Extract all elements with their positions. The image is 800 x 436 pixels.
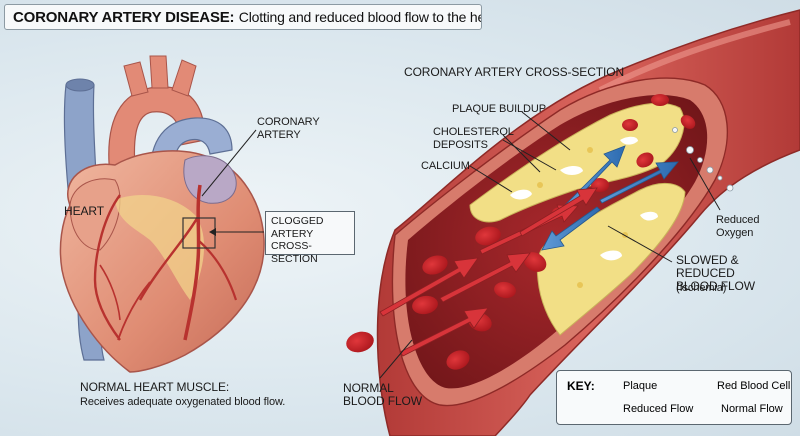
red-blood-cell <box>636 152 654 168</box>
normal-flow-arrow <box>379 257 479 317</box>
legend-red-blood-cell: Red Blood Cell <box>717 380 791 392</box>
oxygen-bubble <box>706 166 714 174</box>
cholesterol-speck <box>587 147 593 153</box>
cholesterol-speck <box>577 282 583 288</box>
plaque-buildup-pointer <box>521 111 571 151</box>
calcium-deposit-2 <box>560 165 583 175</box>
clogged-pointer-head <box>209 228 216 236</box>
coronary-branch-4 <box>99 264 121 321</box>
oxygen-bubble <box>672 127 678 133</box>
normal-blood-flow-pointer <box>379 339 413 379</box>
oxygen-bubble <box>686 146 694 154</box>
legend-box: KEY: Plaque Red Blood Cell Reduced Flow … <box>556 370 792 425</box>
calcium-label: CALCIUM <box>421 160 470 172</box>
legend-normal-flow: Normal Flow <box>721 403 783 415</box>
reduced-flow-arrow <box>541 206 601 251</box>
heart-label: HEART <box>64 204 104 218</box>
plaque-buildup-label: PLAQUE BUILDUP <box>452 103 546 115</box>
red-blood-cell <box>422 255 448 275</box>
calcium-deposit-3 <box>600 250 622 261</box>
cross-section-pointers <box>379 111 721 379</box>
artery-highlight <box>598 19 791 93</box>
oxygen-bubble <box>717 175 723 181</box>
calcium-deposit-4 <box>640 211 658 221</box>
cholesterol-speck <box>537 182 543 188</box>
slowed-flow-pointer <box>607 225 673 263</box>
cholesterol-pointer <box>502 134 541 173</box>
heart-illustration <box>59 55 265 373</box>
aortic-branch-2 <box>149 55 169 89</box>
red-blood-cell <box>523 252 547 272</box>
red-blood-cell <box>346 331 374 353</box>
red-blood-cell <box>494 281 516 299</box>
left-atrium <box>183 155 237 204</box>
vena-cava-opening <box>65 78 95 92</box>
right-coronary-artery <box>93 194 121 341</box>
calcium-pointer <box>469 165 513 193</box>
red-blood-cell <box>622 119 638 131</box>
red-blood-cell <box>412 295 438 315</box>
normal-flow-arrows <box>346 252 531 357</box>
red-blood-cell <box>680 115 696 129</box>
red-blood-cell <box>446 350 470 370</box>
title-main: CORONARY ARTERY DISEASE: <box>13 9 235 26</box>
normal-heart-muscle-text: Receives adequate oxygenated blood flow. <box>80 396 286 408</box>
normal-heart-muscle-title: NORMAL HEART MUSCLE: <box>80 380 230 394</box>
coronary-branch-2 <box>138 214 201 301</box>
coronary-artery-pointer <box>201 129 257 197</box>
reduced-oxygen-label: Reduced Oxygen <box>716 214 760 239</box>
cholesterol-deposits-label: CHOLESTEROL DEPOSITS <box>433 126 514 151</box>
legend-reduced-flow: Reduced Flow <box>623 403 694 415</box>
slowed-flow-label: SLOWED & REDUCED BLOOD FLOW <box>676 253 756 293</box>
internal-normal-flow-arrow <box>519 187 598 237</box>
legend-title: KEY: <box>567 379 595 393</box>
coronary-artery-label: CORONARY ARTERY <box>257 116 320 141</box>
left-coronary-artery <box>183 184 202 341</box>
reduced-flow-arrow <box>599 161 679 204</box>
ischemia-label: (Ischemia) <box>676 282 727 294</box>
normal-blood-flow-label: NORMAL BLOOD FLOW <box>343 381 423 408</box>
legend-plaque: Plaque <box>623 380 658 392</box>
coronary-fat <box>115 195 205 300</box>
title-bar: CORONARY ARTERY DISEASE: Clotting and re… <box>4 4 482 30</box>
red-blood-cell <box>475 226 501 246</box>
clogged-cross-section-label: CLOGGED ARTERY CROSS-SECTION <box>265 211 355 265</box>
normal-flow-arrow <box>399 307 489 357</box>
oxygen-bubble <box>726 184 734 192</box>
right-atrium <box>69 178 121 251</box>
reduced-oxygen-pointer <box>689 157 721 211</box>
cholesterol-pointer-2 <box>502 139 557 171</box>
red-blood-cell <box>651 94 669 106</box>
coronary-branch-1 <box>197 239 238 301</box>
oxygen-bubble <box>697 157 703 163</box>
cross-section-title: CORONARY ARTERY CROSS-SECTION <box>404 65 625 79</box>
calcium-deposit-5 <box>620 136 638 145</box>
aortic-branch-3 <box>171 59 197 97</box>
aortic-branch-1 <box>123 61 149 97</box>
coronary-branch-3 <box>117 281 151 341</box>
oxygen-bubbles <box>672 127 734 192</box>
normal-flow-arrow <box>439 252 531 303</box>
calcium-deposit-1 <box>510 189 532 200</box>
title-subtitle: Clotting and reduced blood flow to the h… <box>238 9 482 25</box>
